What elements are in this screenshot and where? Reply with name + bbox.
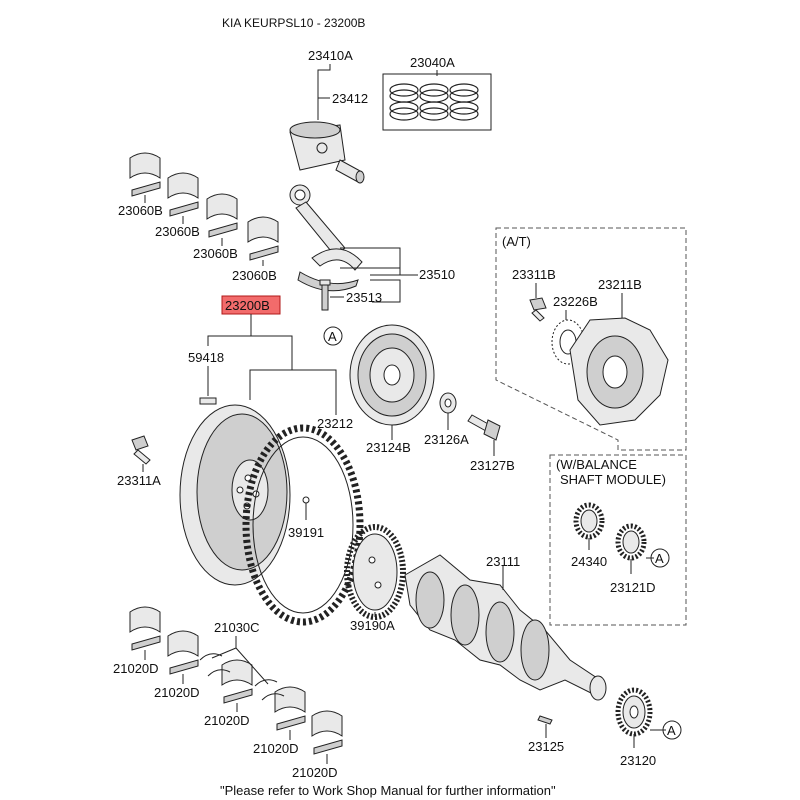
ref-a-pulley-label: A — [328, 329, 337, 344]
bearing-23060B-3[interactable] — [206, 193, 238, 238]
label-21020D-2[interactable]: 21020D — [154, 685, 200, 700]
balance-gear-23121D[interactable] — [615, 523, 647, 561]
crankshaft-pulley[interactable] — [349, 324, 435, 426]
balance-gear-24340[interactable] — [573, 502, 605, 540]
bearing-23060B-1[interactable] — [129, 152, 161, 197]
crankshaft-key[interactable] — [537, 715, 553, 725]
label-39191[interactable]: 39191 — [288, 525, 324, 540]
label-23410A[interactable]: 23410A — [308, 48, 353, 63]
label-23121D[interactable]: 23121D — [610, 580, 656, 595]
label-23060B-4[interactable]: 23060B — [232, 268, 277, 283]
label-23311A[interactable]: 23311A — [117, 473, 161, 488]
drive-plate-bolt[interactable] — [529, 297, 547, 322]
label-23060B-3[interactable]: 23060B — [193, 246, 238, 261]
ref-a-balance-label: A — [655, 551, 664, 566]
label-23412[interactable]: 23412 — [332, 91, 368, 106]
bearing-23060B-4[interactable] — [247, 216, 279, 261]
drive-plate[interactable] — [569, 317, 669, 426]
label-23211B[interactable]: 23211B — [598, 277, 642, 292]
ref-a-balance — [650, 548, 670, 568]
thrust-washers[interactable] — [199, 653, 285, 701]
footer-note: "Please refer to Work Shop Manual for fu… — [220, 783, 556, 798]
ring-gear[interactable] — [242, 424, 364, 626]
label-23060B-2[interactable]: 23060B — [155, 224, 200, 239]
crankshaft-sprocket[interactable] — [615, 687, 653, 737]
bearing-23060B-2[interactable] — [167, 172, 199, 217]
balance-header-line1: (W/BALANCE — [556, 457, 637, 472]
label-21020D-4[interactable]: 21020D — [253, 741, 299, 756]
rod-bolt[interactable] — [319, 279, 331, 311]
sensor-wheel[interactable] — [344, 524, 406, 620]
bearing-21020D-1[interactable] — [129, 606, 161, 651]
diagram-title: KIA KEURPSL10 - 23200B — [222, 16, 365, 30]
piston-ring-set[interactable] — [382, 73, 492, 131]
label-23212[interactable]: 23212 — [317, 416, 353, 431]
label-23510[interactable]: 23510 — [419, 267, 455, 282]
label-21020D-3[interactable]: 21020D — [204, 713, 250, 728]
label-23060B-1[interactable]: 23060B — [118, 203, 163, 218]
pulley-bolt[interactable] — [467, 414, 501, 441]
ref-a-pulley — [323, 326, 343, 346]
label-23120[interactable]: 23120 — [620, 753, 656, 768]
ring-gear-pin[interactable] — [302, 496, 310, 504]
label-23127B[interactable]: 23127B — [470, 458, 515, 473]
bearing-21020D-4[interactable] — [274, 686, 306, 731]
flywheel[interactable] — [179, 404, 291, 586]
piston[interactable] — [289, 121, 346, 171]
ref-a-sprocket — [662, 720, 682, 740]
label-23513[interactable]: 23513 — [346, 290, 382, 305]
at-option-box — [495, 227, 687, 451]
label-21030C[interactable]: 21030C — [214, 620, 260, 635]
balance-shaft-option-box — [549, 454, 687, 626]
piston-pin[interactable] — [335, 159, 365, 184]
at-header: (A/T) — [502, 234, 531, 249]
dowel-pin[interactable] — [199, 397, 217, 405]
label-23124B[interactable]: 23124B — [366, 440, 411, 455]
ref-a-sprocket-label: A — [667, 723, 676, 738]
label-21020D-1[interactable]: 21020D — [113, 661, 159, 676]
label-59418[interactable]: 59418 — [188, 350, 224, 365]
bearing-21020D-2[interactable] — [167, 630, 199, 675]
label-23226B[interactable]: 23226B — [553, 294, 598, 309]
connecting-rod[interactable] — [289, 184, 363, 292]
label-23126A[interactable]: 23126A — [424, 432, 469, 447]
label-23311B[interactable]: 23311B — [512, 267, 556, 282]
label-23111[interactable]: 23111 — [486, 554, 520, 569]
label-39190A[interactable]: 39190A — [350, 618, 395, 633]
label-21020D-5[interactable]: 21020D — [292, 765, 338, 780]
balance-header-line2: SHAFT MODULE) — [560, 472, 666, 487]
crankshaft[interactable] — [404, 554, 607, 701]
flywheel-bolt[interactable] — [131, 435, 151, 465]
label-23200B[interactable]: 23200B — [225, 298, 270, 313]
pulley-washer[interactable] — [439, 392, 457, 414]
label-24340[interactable]: 24340 — [571, 554, 607, 569]
bearing-21020D-5[interactable] — [311, 710, 343, 755]
bearing-21020D-3[interactable] — [221, 659, 253, 704]
label-23125[interactable]: 23125 — [528, 739, 564, 754]
label-23040A[interactable]: 23040A — [410, 55, 455, 70]
